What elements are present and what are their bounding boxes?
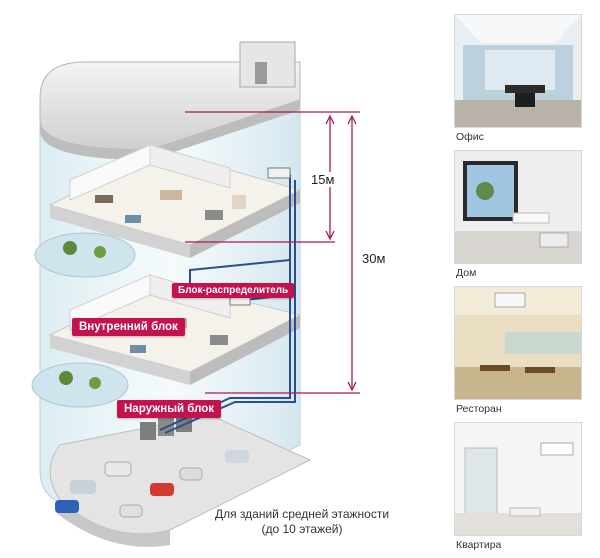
application-photos: Офис Дом Ресторан bbox=[454, 14, 582, 558]
restaurant-label: Ресторан bbox=[456, 403, 502, 415]
distributor-callout: Блок-распределитель bbox=[172, 283, 295, 298]
caption-line-1: Для зданий средней этажности bbox=[214, 507, 390, 521]
building-cutaway-illustration bbox=[31, 41, 360, 547]
indoor-unit-callout: Внутренний блок bbox=[72, 318, 185, 336]
home-label: Дом bbox=[456, 267, 477, 279]
apartment-photo bbox=[454, 422, 582, 536]
roof bbox=[39, 41, 301, 160]
office-label: Офис bbox=[456, 131, 484, 143]
outdoor-unit-callout: Наружный блок bbox=[117, 400, 222, 418]
dimension-15m: 15м bbox=[309, 172, 337, 187]
apartment-label: Квартира bbox=[456, 539, 502, 551]
caption-line-2: (до 10 этажей) bbox=[261, 522, 343, 536]
upper-floor bbox=[48, 144, 302, 258]
dimension-lines bbox=[185, 111, 360, 394]
home-photo bbox=[454, 150, 582, 264]
indoor-unit-upper bbox=[267, 167, 291, 179]
balconies bbox=[31, 232, 136, 408]
parking-level bbox=[49, 414, 312, 547]
restaurant-photo bbox=[454, 286, 582, 400]
dimension-30m: 30м bbox=[360, 251, 388, 266]
building-caption: Для зданий средней этажности (до 10 этаж… bbox=[202, 507, 402, 537]
office-photo bbox=[454, 14, 582, 128]
